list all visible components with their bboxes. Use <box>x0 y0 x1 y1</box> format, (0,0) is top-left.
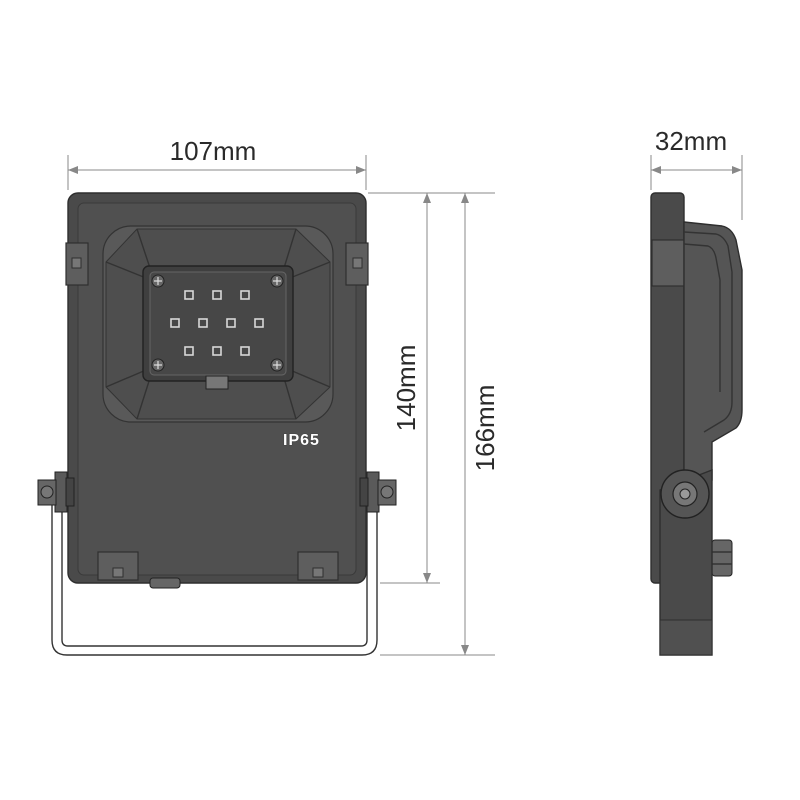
bevel-line-3 <box>136 377 151 420</box>
cable-gland <box>149 577 181 589</box>
mounting-bracket <box>51 505 378 656</box>
depth-dimension: 32mm <box>650 126 743 220</box>
bevel-line-4 <box>283 377 297 420</box>
pivot-left <box>37 471 75 513</box>
led-chip <box>240 290 250 300</box>
led-chip <box>212 346 222 356</box>
side-gland <box>711 539 733 577</box>
width-label: 107mm <box>170 136 257 166</box>
body-height-dimension: 140mm <box>368 192 440 584</box>
ip-rating-label: IP65 <box>283 432 320 449</box>
clip-bottom-right-slot <box>312 567 324 578</box>
bevel-line-6 <box>289 261 331 279</box>
led-chip <box>226 318 236 328</box>
depth-label: 32mm <box>655 126 727 156</box>
side-view <box>650 192 743 656</box>
module-screws <box>151 274 284 372</box>
led-chip <box>240 346 250 356</box>
front-view: IP65 <box>37 192 397 656</box>
body-height-label: 140mm <box>391 345 421 432</box>
clip-bottom-left-slot <box>112 567 124 578</box>
side-heatsink <box>683 221 743 483</box>
bevel-line-5 <box>105 261 147 279</box>
clip-top-right-slot <box>352 257 363 269</box>
led-chip <box>212 290 222 300</box>
bevel-line-2 <box>283 228 297 269</box>
side-clip <box>651 239 685 287</box>
bevel-line-7 <box>105 369 147 388</box>
module-tab <box>205 375 229 390</box>
led-module-inner <box>149 271 287 376</box>
total-height-dimension: 166mm <box>380 192 500 656</box>
bevel-line-1 <box>136 228 151 269</box>
led-chip <box>170 318 180 328</box>
led-chip <box>254 318 264 328</box>
width-dimension: 107mm <box>67 136 367 190</box>
led-chip <box>184 290 194 300</box>
led-chip <box>198 318 208 328</box>
led-chip <box>184 346 194 356</box>
pivot-right <box>359 471 397 513</box>
total-height-label: 166mm <box>470 385 500 472</box>
bevel-line-8 <box>289 369 331 388</box>
led-array <box>170 290 264 356</box>
clip-top-left-slot <box>71 257 82 269</box>
